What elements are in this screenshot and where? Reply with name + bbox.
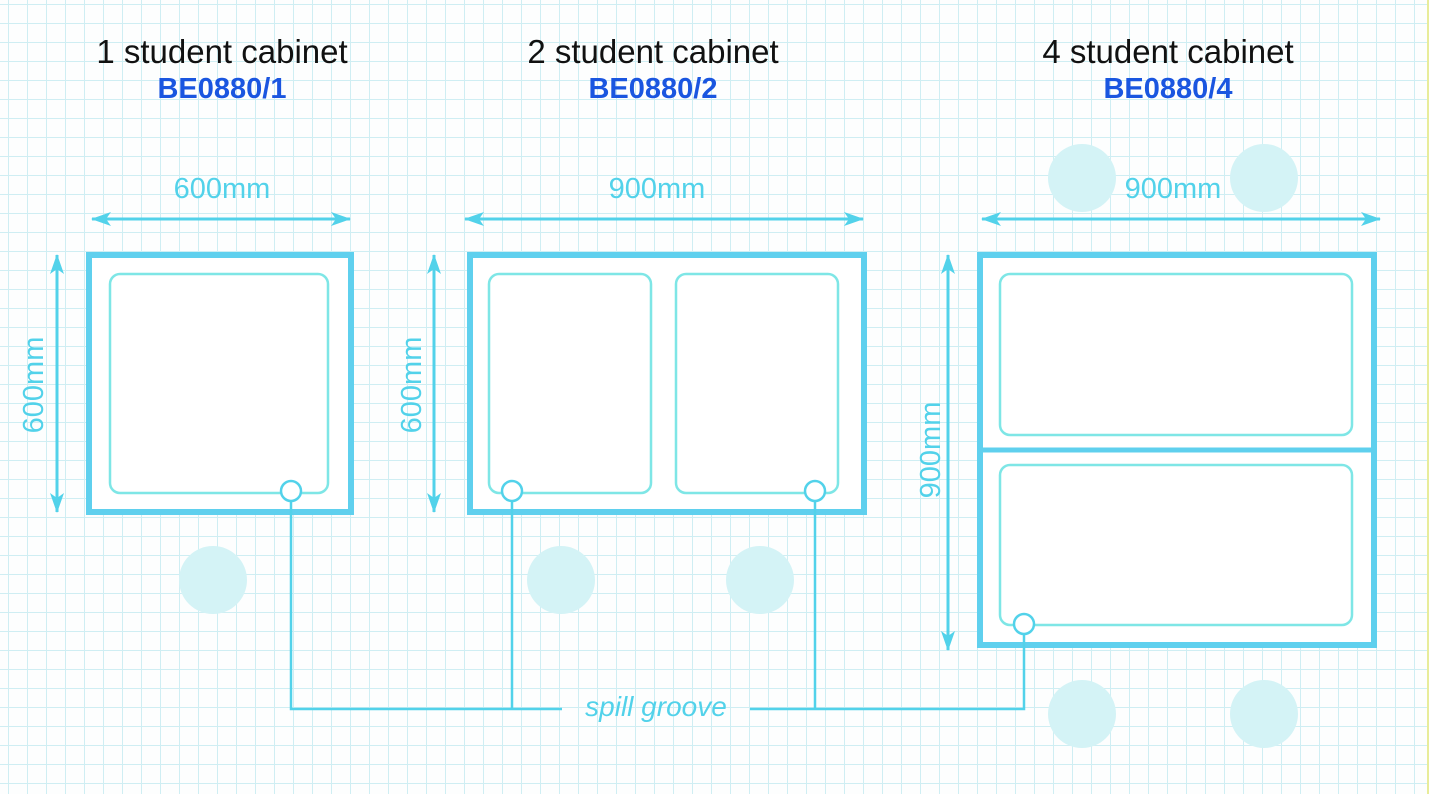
cabinet-2: 900mm 600mm [396,173,867,515]
page-edge-line [1427,0,1429,794]
cabinet-4-sink-bottom [998,463,1354,627]
cabinet-1-height-label: 600mm [18,337,50,434]
cabinet-2-outline [467,252,867,515]
spill-groove-line-left [289,501,562,711]
cabinet-1-title: 1 student cabinet BE0880/1 [96,33,347,107]
cabinet-2-code: BE0880/2 [588,73,718,105]
stool-7 [1230,680,1298,748]
stools [179,144,1298,748]
cabinet-2-name: 2 student cabinet [527,33,779,70]
cabinet-2-drain-right [803,479,827,503]
cabinet-2-title: 2 student cabinet BE0880/2 [527,33,778,107]
cabinet-4-name: 4 student cabinet [1042,33,1294,70]
spill-groove-label: spill groove [585,691,727,722]
cabinet-1-name: 1 student cabinet [96,33,348,70]
stool-6 [1048,680,1116,748]
cabinet-2-drain-left [500,479,524,503]
stool-3 [726,546,794,614]
cabinet-1-outline [86,252,354,515]
cabinet-4-height-label: 900mm [915,402,947,499]
cabinet-4-title: 4 student cabinet BE0880/4 [1042,33,1293,107]
cabinet-4-code: BE0880/4 [1103,73,1233,105]
cabinet-2-sink-right [674,272,840,495]
cabinet-2-width-label: 900mm [609,173,706,205]
cabinet-1-code: BE0880/1 [157,73,287,105]
cabinet-4-drain [1012,612,1036,636]
stool-1 [179,546,247,614]
cabinet-4-sink-top [998,272,1354,437]
cabinet-1-width-label: 600mm [174,173,271,205]
cabinet-1-sink [108,272,330,495]
cabinet-2-height-label: 600mm [396,337,428,434]
stool-4 [1048,144,1116,212]
spill-groove-line-right [750,634,1026,711]
cabinet-1: 600mm 600mm [18,173,354,515]
cabinet-2-sink-left [487,272,653,495]
stool-5 [1230,144,1298,212]
spill-groove-lines [289,501,1026,711]
cabinet-4-width-label: 900mm [1125,173,1222,205]
stool-2 [527,546,595,614]
cabinet-1-drain [279,479,303,503]
cabinet-4: 900mm 900mm [915,173,1381,651]
